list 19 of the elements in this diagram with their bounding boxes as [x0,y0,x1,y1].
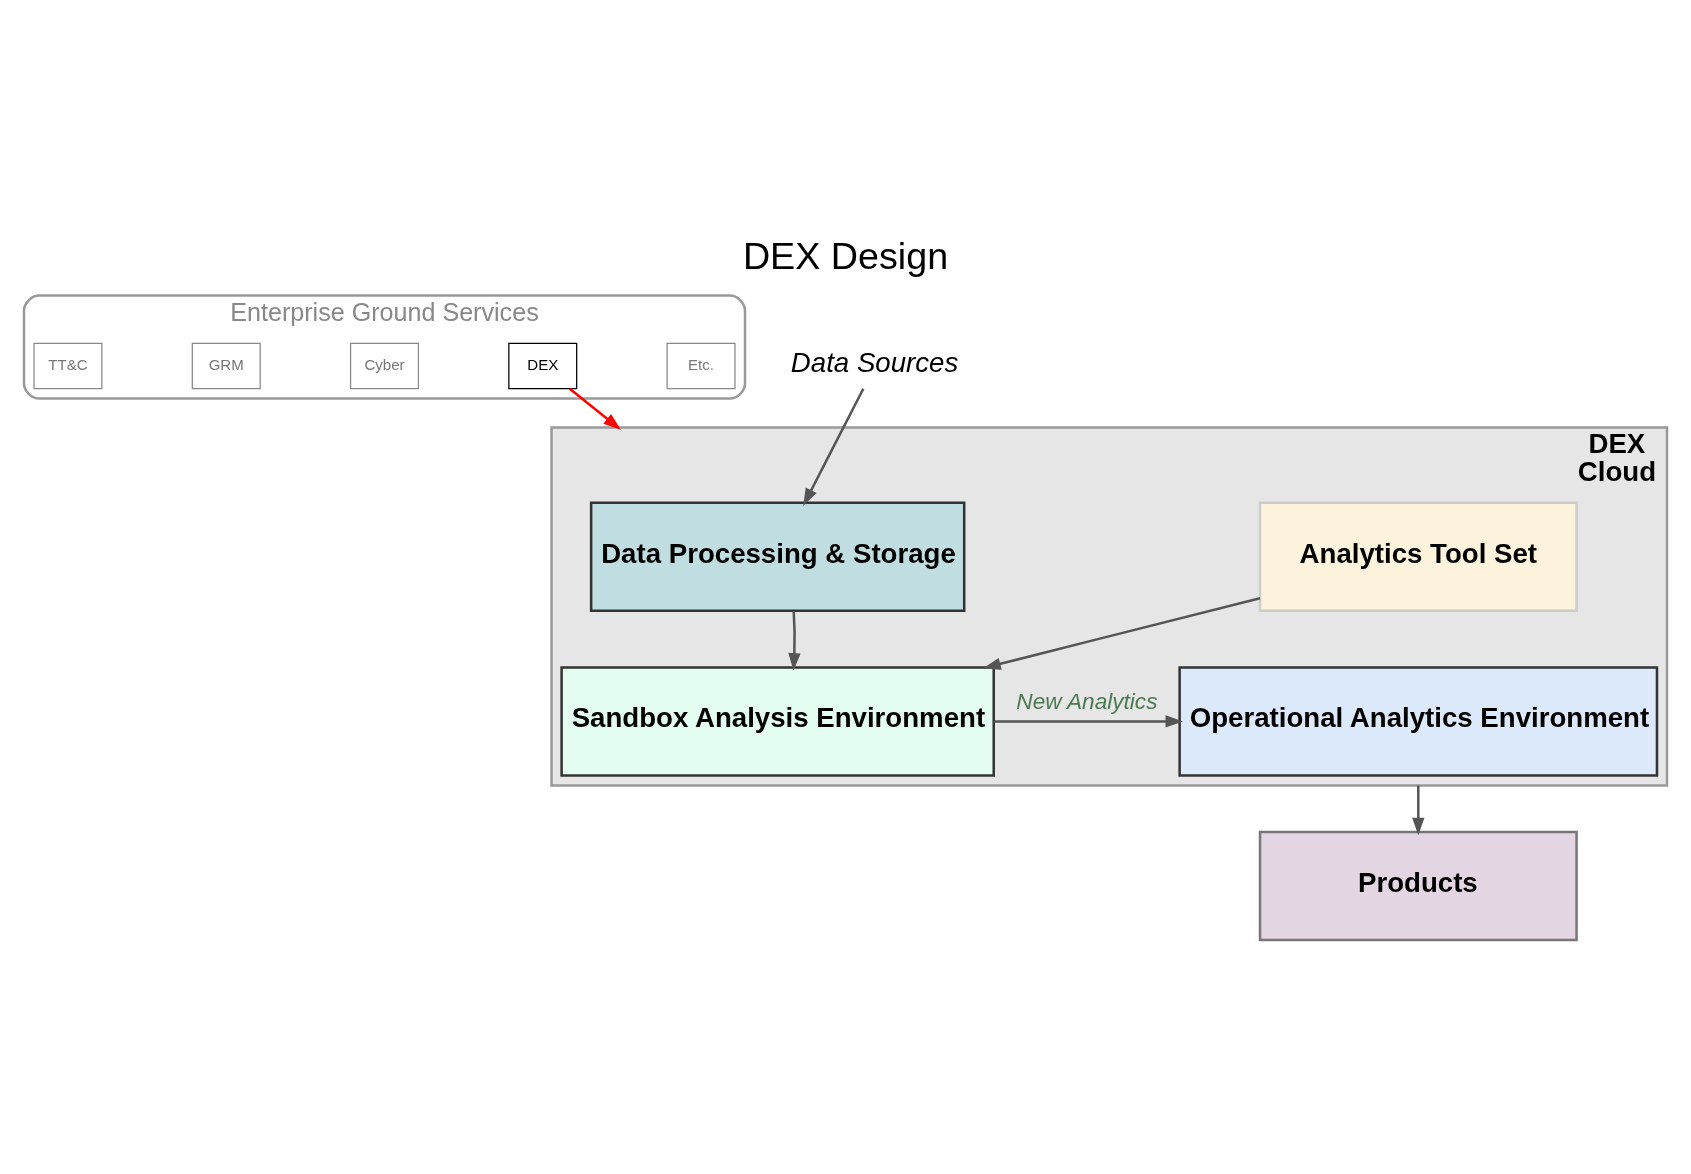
node-box: GRM [191,342,261,390]
node-box: TT&C [33,342,103,390]
arrow [568,387,621,430]
node-box: Etc. [666,342,736,390]
arrow [994,715,1184,728]
arrow [1412,785,1425,836]
edge-label: New Analytics [1016,689,1158,715]
arrow [983,596,1261,670]
node-box: DEX [508,342,578,390]
node-box: Analytics Tool Set [1258,501,1578,613]
arrow [803,388,865,506]
arrow [788,611,801,671]
node-box: Products [1258,830,1578,942]
node-box: Sandbox Analysis Environment [560,666,995,777]
diagram-title: DEX Design [742,235,949,278]
node-box: Operational Analytics Environment [1178,666,1659,777]
node-box: Data Processing & Storage [589,501,966,613]
node-text: Data Sources [790,346,959,378]
node-box: Cyber [349,342,420,390]
